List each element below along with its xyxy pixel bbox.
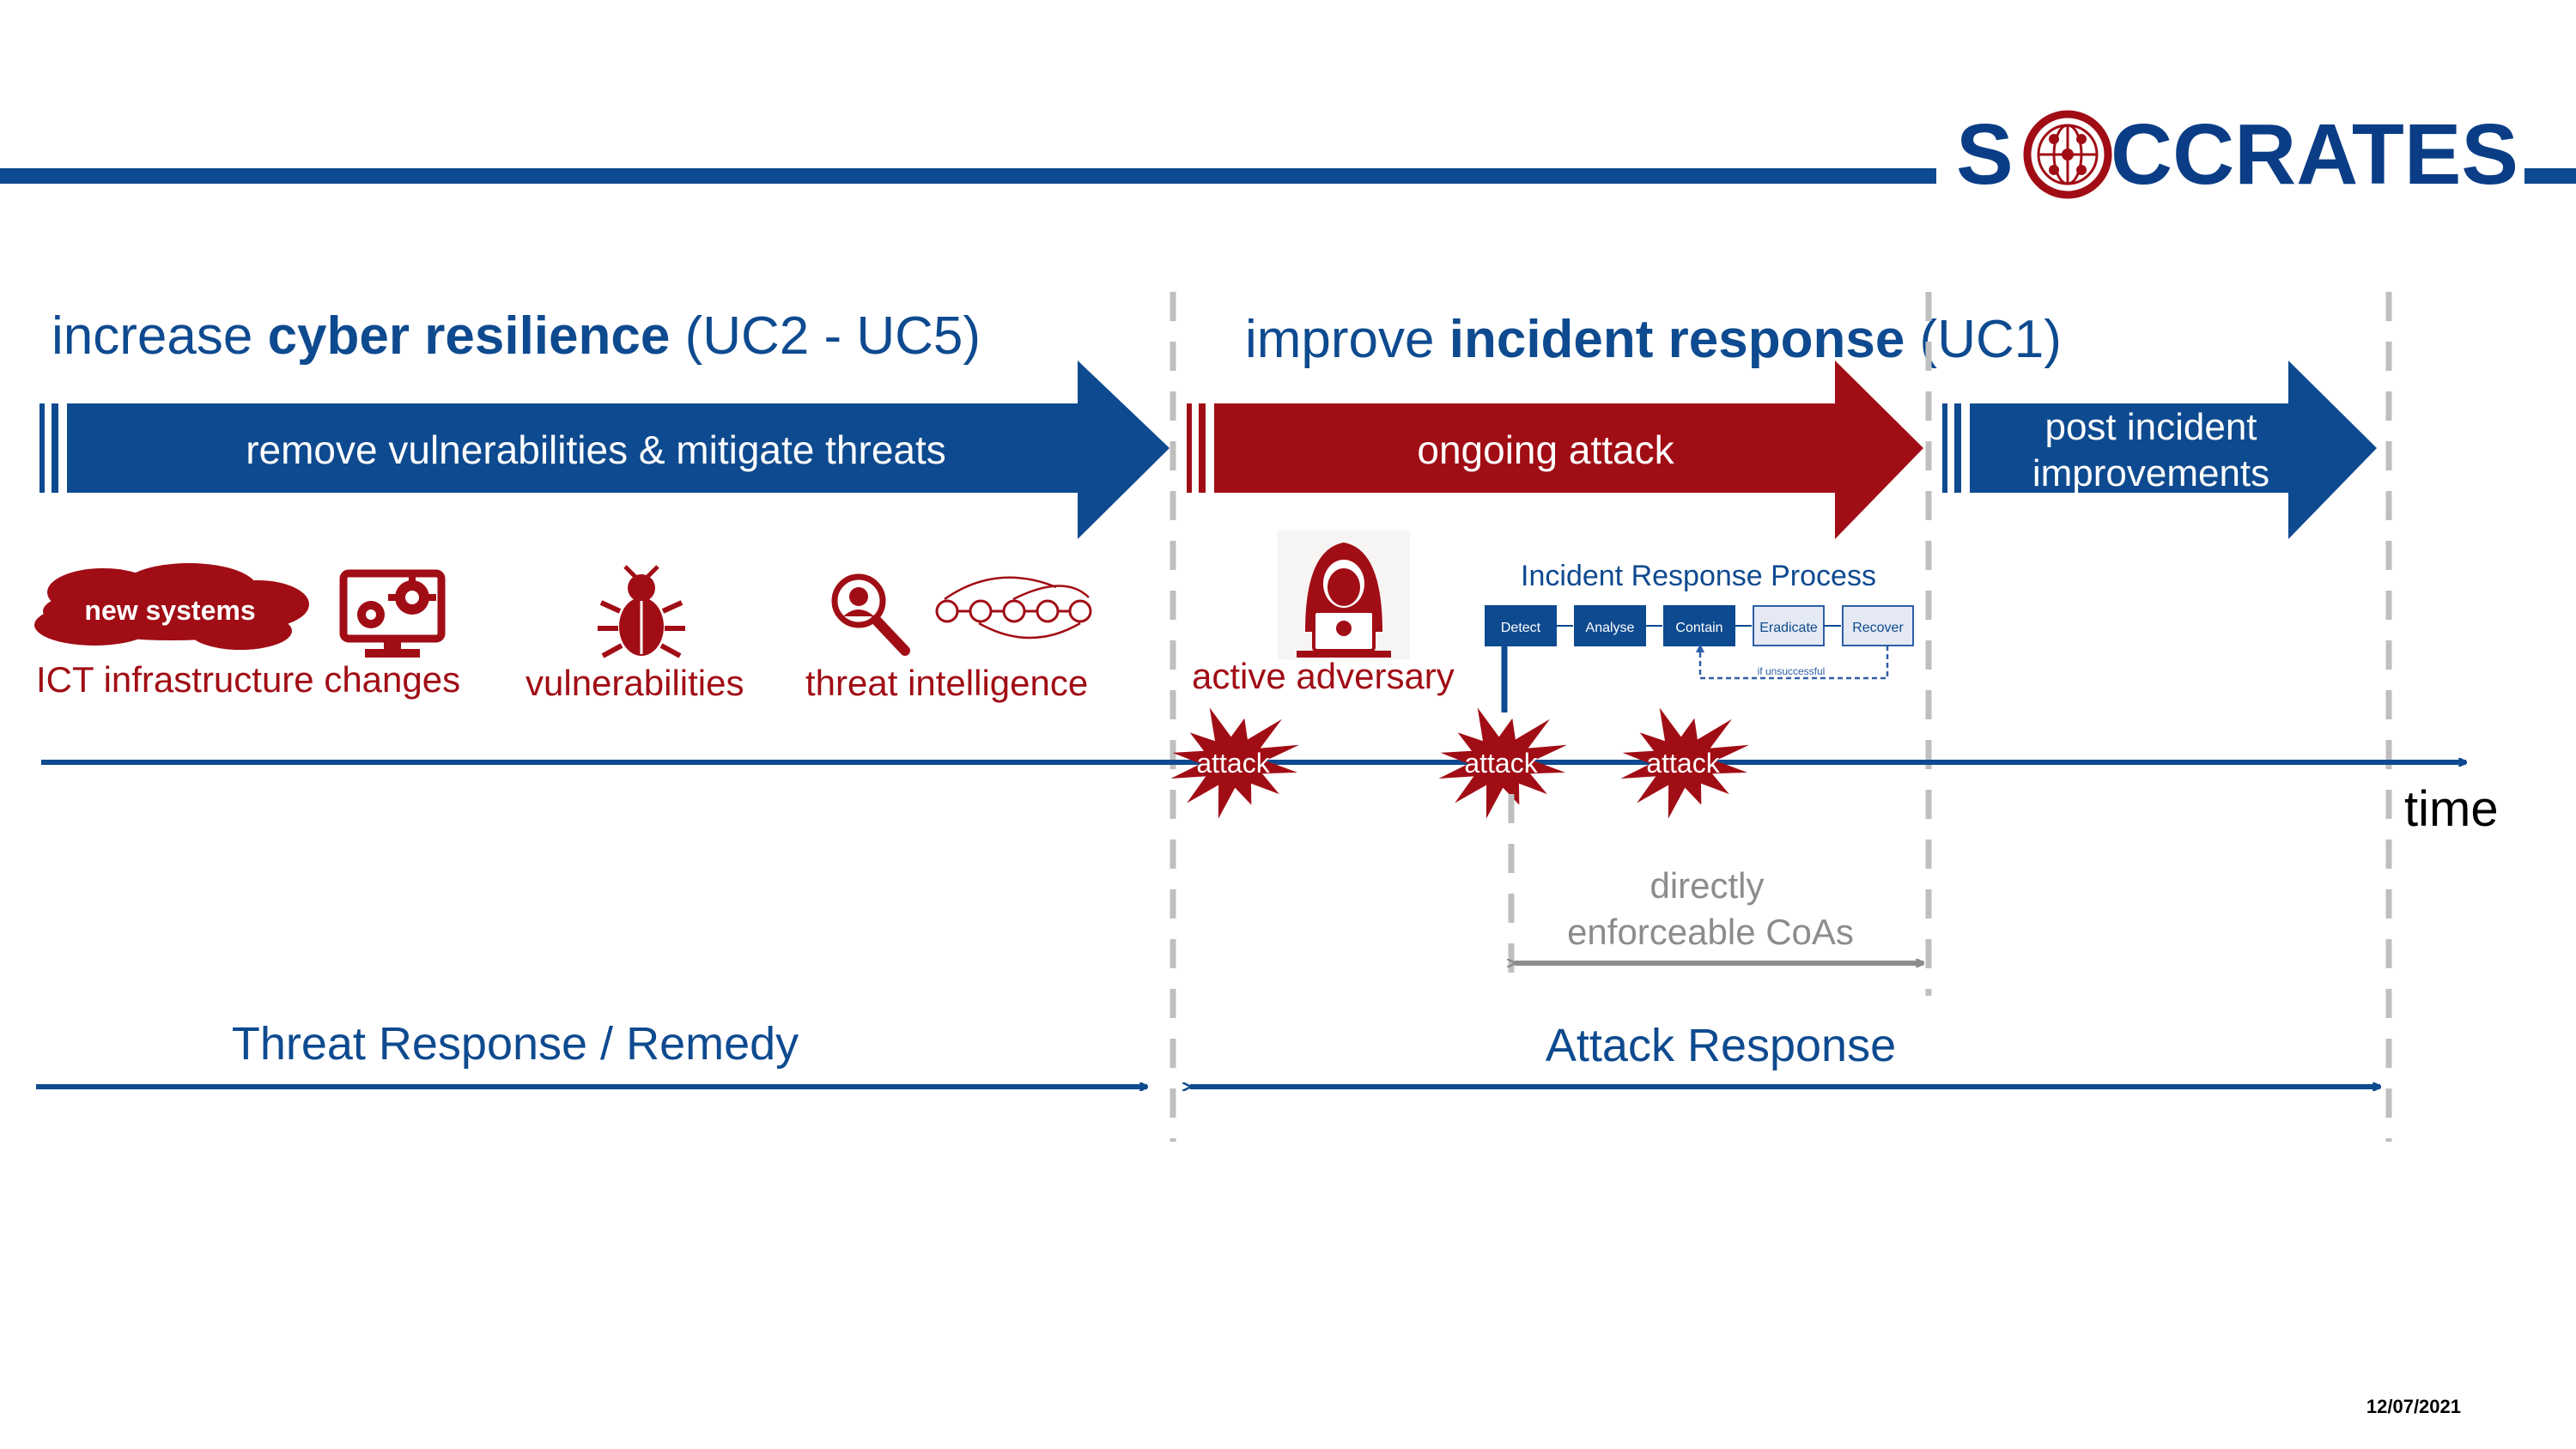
attack-burst-2: attack: [1438, 707, 1568, 819]
bug-icon: [598, 565, 685, 658]
header-rule-right: [2524, 168, 2576, 184]
threat-response-label: Threat Response / Remedy: [232, 1018, 799, 1070]
new-systems-cloud: new systems: [34, 563, 309, 650]
irp-title: Incident Response Process: [1521, 560, 1876, 592]
phase-post-label-1: post incident: [2044, 406, 2257, 448]
hacker-icon: [1278, 530, 1410, 659]
phase-arrow-remove: remove vulnerabilities & mitigate threat…: [39, 361, 1170, 539]
irp-step-box-eradicate: [1753, 605, 1825, 646]
coa-label-1: directly: [1649, 865, 1764, 906]
irp-loop: [1698, 646, 1889, 680]
ict-changes-label: ICT infrastructure changes: [36, 659, 460, 700]
phase-ongoing-label: ongoing attack: [1417, 427, 1674, 472]
irp-step-box-analyse: [1574, 605, 1646, 646]
irp-step-box-recover: [1842, 605, 1914, 646]
monitor-gears-icon: [339, 569, 446, 658]
header: S CCRATES: [0, 106, 2576, 203]
new-systems-label: new systems: [84, 595, 255, 626]
attack-burst-3: attack: [1620, 707, 1750, 819]
phase-post-label-2: improvements: [2032, 452, 2269, 494]
irp-step-detect: Detect: [1501, 621, 1541, 635]
header-rule-left: [0, 168, 1936, 184]
phase-arrow-post-incident: post incident improvements: [1942, 361, 2377, 539]
heading-cyber-resilience: increase cyber resilience (UC2 - UC5): [52, 306, 981, 366]
attack-label-2: attack: [1464, 748, 1538, 779]
irp-step-eradicate: Eradicate: [1759, 621, 1818, 635]
incident-response-process: Incident Response Process Detect Analyse C…: [1485, 560, 1914, 680]
logo-text-s: S: [1956, 106, 2014, 203]
active-adversary-label: active adversary: [1192, 656, 1455, 696]
attack-label-3: attack: [1646, 748, 1720, 779]
attack-label-1: attack: [1196, 748, 1270, 779]
attack-burst-shape: [1620, 707, 1750, 819]
phase-remove-label: remove vulnerabilities & mitigate threat…: [246, 427, 946, 472]
logo-text-ccrates: CCRATES: [2111, 106, 2518, 203]
soccrates-logo: S CCRATES: [1956, 106, 2518, 203]
phase-arrow-ongoing-attack: ongoing attack: [1187, 361, 1923, 539]
vulnerabilities-label: vulnerabilities: [526, 663, 744, 703]
threat-intelligence-label: threat intelligence: [805, 663, 1088, 703]
heading-incident-response: improve incident response (UC1): [1245, 310, 2062, 369]
irp-loop-label: if unsuccessful: [1758, 665, 1826, 677]
threat-chain-icon: [935, 576, 1092, 640]
footer-date: 12/07/2021: [2366, 1396, 2461, 1417]
irp-step-recover: Recover: [1852, 621, 1904, 635]
irp-steps: Detect Analyse Contain Eradicate Recover: [1485, 605, 1914, 646]
magnifier-hacker-icon: [831, 573, 910, 656]
attack-response-label: Attack Response: [1546, 1020, 1896, 1071]
irp-step-contain: Contain: [1675, 621, 1722, 635]
attack-burst-shape: [1438, 707, 1568, 819]
attack-burst-1: attack: [1170, 707, 1300, 819]
coa-label-2: enforceable CoAs: [1567, 912, 1854, 952]
attack-burst-shape: [1170, 707, 1300, 819]
irp-step-analyse: Analyse: [1586, 621, 1635, 635]
attack-bursts: attack attack attack: [1170, 707, 1750, 819]
time-label: time: [2404, 781, 2499, 837]
globe-network-icon: [2023, 110, 2112, 199]
